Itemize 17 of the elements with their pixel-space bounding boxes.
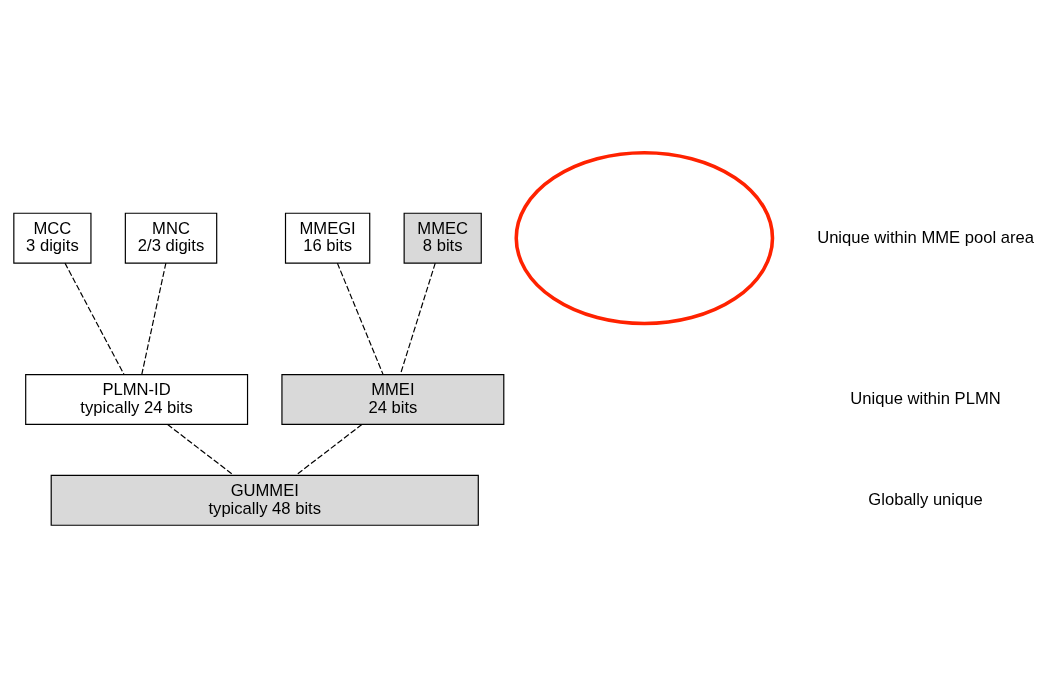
- connector: [167, 423, 235, 476]
- node-box: PLMN-ID typically 24 bits: [25, 373, 249, 425]
- label: Globally unique: [868, 489, 983, 509]
- node-box: MMEI 24 bits: [281, 373, 505, 425]
- label: Unique within PLMN: [850, 388, 1001, 408]
- node-box: MMEC 8 bits: [403, 212, 482, 264]
- connector: [64, 262, 125, 375]
- node-ellipse: [514, 150, 775, 325]
- connector: [336, 262, 384, 375]
- node-box: GUMMEI typically 48 bits: [50, 474, 479, 526]
- node-box: MMEGI 16 bits: [284, 212, 371, 264]
- node-box: MNC 2/3 digits: [124, 212, 218, 264]
- connector: [399, 262, 436, 375]
- connector: [295, 423, 363, 476]
- connector: [141, 262, 167, 375]
- label: Unique within MME pool area: [817, 227, 1034, 247]
- node-box: MCC 3 digits: [13, 212, 92, 264]
